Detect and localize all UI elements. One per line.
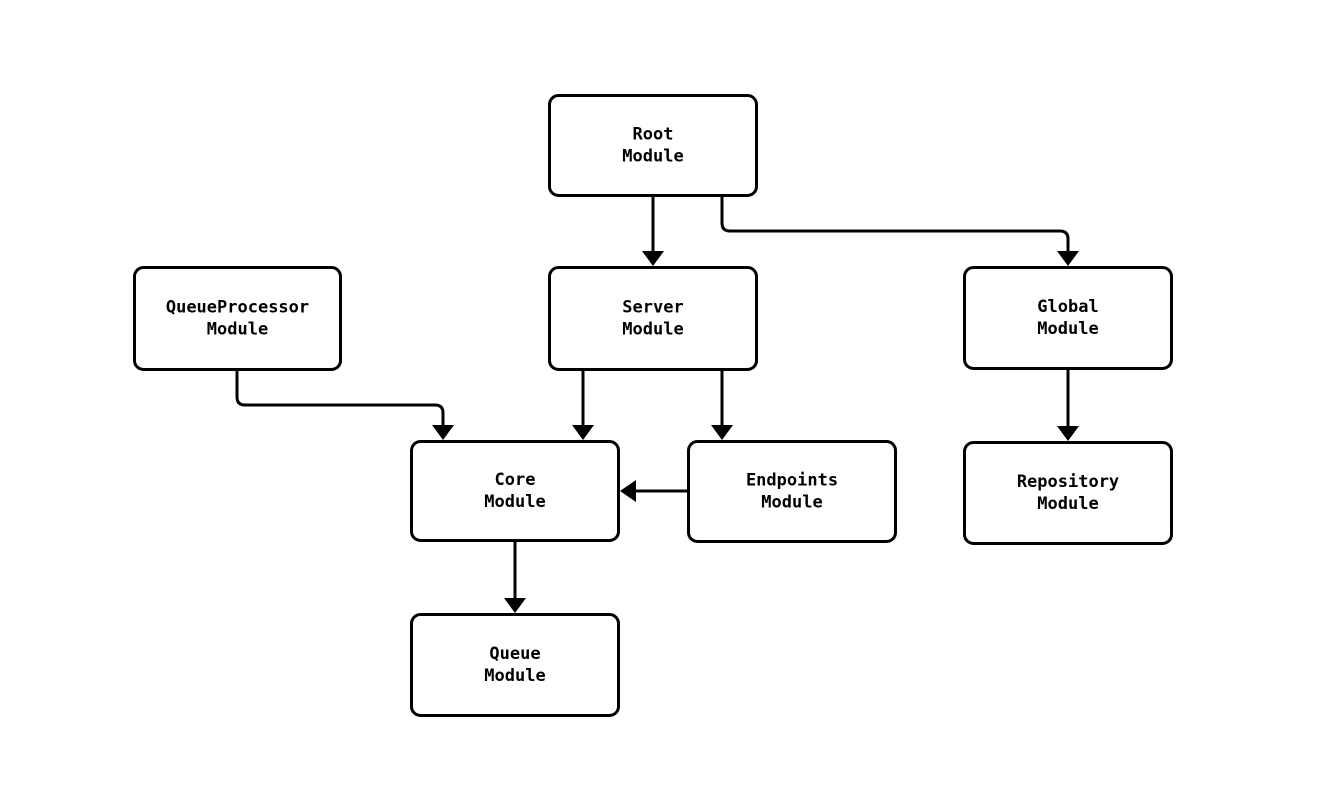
edge-line [235,371,445,426]
node-label-line1: Global [1037,297,1098,317]
node-label-line2: Module [484,492,545,512]
edge-core-to-queue [504,542,526,613]
node-label-line2: Module [761,493,822,513]
edge-server-to-endpoints [711,371,733,440]
arrow-head-icon [432,425,454,440]
node-box[interactable] [133,266,342,371]
edge-line [720,197,1070,252]
node-box[interactable] [410,440,620,542]
node-label-line1: Queue [489,644,540,664]
nodes-layer: RootModuleQueueProcessorModuleServerModu… [133,94,1173,717]
node-label-line2: Module [622,320,683,340]
arrow-head-icon [711,425,733,440]
node-box[interactable] [548,266,758,371]
edges-layer [235,197,1079,613]
node-box[interactable] [963,441,1173,545]
edge-root-to-server [642,197,664,266]
edge-endpoints-to-core [620,480,687,502]
node-box[interactable] [963,266,1173,370]
node-box[interactable] [687,440,897,543]
node-label-line1: Root [633,125,674,145]
node-label-line2: Module [1037,494,1098,514]
edge-global-to-repository [1057,370,1079,441]
arrow-head-icon [504,598,526,613]
node-label-line2: Module [622,147,683,167]
edge-queueprocessor-to-core [235,371,454,440]
node-label-line2: Module [207,320,268,340]
arrow-head-icon [642,251,664,266]
node-label-line1: Core [495,470,536,490]
node-label-line2: Module [484,666,545,686]
arrow-head-icon [572,425,594,440]
node-box[interactable] [548,94,758,197]
arrow-head-icon [1057,426,1079,441]
node-label-line1: QueueProcessor [166,298,309,318]
arrow-head-icon [1057,251,1079,266]
node-label-line1: Endpoints [746,471,838,491]
node-label-line1: Server [622,298,683,318]
node-label-line1: Repository [1017,472,1119,492]
arrow-head-icon [620,480,636,502]
node-label-line2: Module [1037,319,1098,339]
edge-server-to-core [572,371,594,440]
edge-root-to-global [720,197,1079,266]
node-box[interactable] [410,613,620,717]
